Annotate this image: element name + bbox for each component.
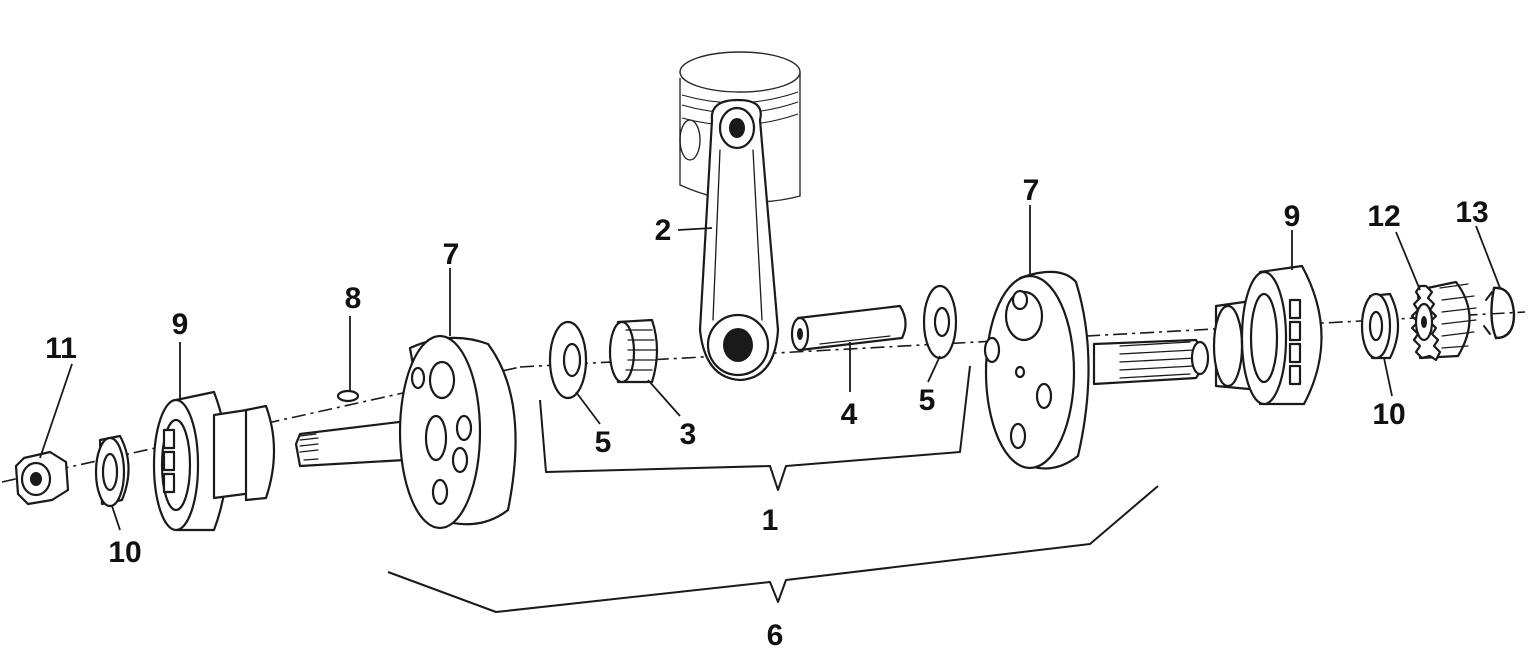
crank-half-left xyxy=(294,334,517,530)
callout-10-left: 10 xyxy=(108,536,141,569)
callout-3: 3 xyxy=(680,418,697,451)
oil-seal-left xyxy=(94,434,130,508)
oil-seal-right xyxy=(1360,292,1400,360)
bracket-6 xyxy=(387,485,1159,613)
callout-9-right: 9 xyxy=(1284,200,1301,233)
callout-4: 4 xyxy=(841,398,858,431)
crank-half-right xyxy=(983,270,1210,470)
circlip xyxy=(1483,286,1516,340)
callout-8: 8 xyxy=(345,282,362,315)
callout-9-left: 9 xyxy=(172,308,189,341)
callout-5-right: 5 xyxy=(919,384,936,417)
callout-1: 1 xyxy=(762,504,779,537)
callout-13: 13 xyxy=(1455,196,1488,229)
main-bearing-right xyxy=(1212,264,1323,406)
callout-2: 2 xyxy=(655,214,672,247)
bracket-1 xyxy=(539,365,971,491)
callout-6: 6 xyxy=(767,619,784,652)
callout-5-left: 5 xyxy=(595,426,612,459)
connecting-rod xyxy=(698,98,780,382)
woodruff-key xyxy=(336,389,360,403)
thrust-washer-left xyxy=(548,320,588,400)
callout-12: 12 xyxy=(1367,200,1400,233)
needle-bearing xyxy=(608,318,659,384)
callout-10-right: 10 xyxy=(1372,398,1405,431)
callout-7-right: 7 xyxy=(1023,174,1040,207)
crank-pin xyxy=(790,304,907,352)
drive-gear xyxy=(1410,280,1477,362)
thrust-washer-right xyxy=(922,284,958,360)
callout-labels: 1 2 3 4 5 5 6 7 7 8 9 9 10 10 11 12 13 xyxy=(45,174,1489,652)
callout-7-left: 7 xyxy=(443,238,460,271)
main-bearing-left xyxy=(152,390,276,532)
callout-11: 11 xyxy=(45,332,77,365)
leader-lines xyxy=(39,205,1501,531)
crank-nut xyxy=(14,450,70,506)
